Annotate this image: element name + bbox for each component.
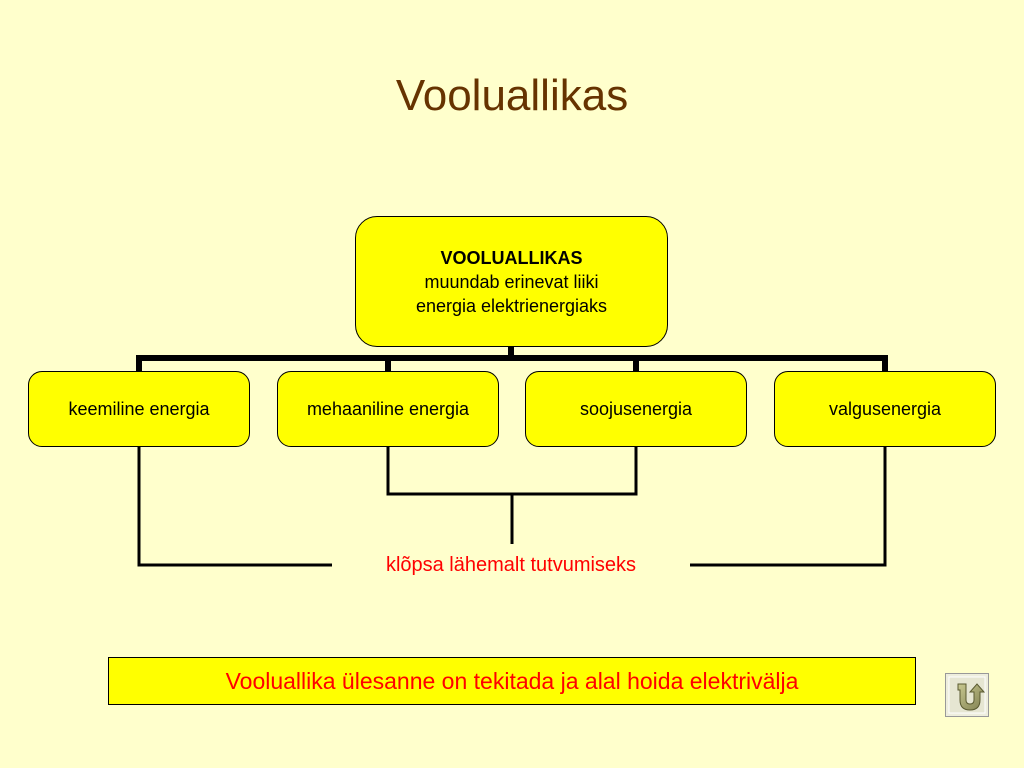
middle-bracket [386,447,638,496]
click-hint: klõpsa lähemalt tutvumiseks [385,554,637,576]
tree-connectors [136,347,888,372]
node-label: mehaaniline energia [306,398,470,419]
node-mehaaniline-energia[interactable]: mehaaniline energia [277,371,499,447]
banner-text: Vooluallika ülesanne on tekitada ja alal… [225,667,799,694]
return-button[interactable] [945,673,989,717]
node-keemiline-energia[interactable]: keemiline energia [28,371,250,447]
root-line-2: energia elektrienergiaks [415,295,608,316]
node-label: soojusenergia [579,398,693,419]
node-label: keemiline energia [68,398,210,419]
node-soojusenergia[interactable]: soojusenergia [525,371,747,447]
node-label: valgusenergia [828,398,942,419]
hint-connectors [137,447,887,567]
node-valgusenergia[interactable]: valgusenergia [774,371,996,447]
summary-banner: Vooluallika ülesanne on tekitada ja alal… [108,657,916,705]
root-heading: VOOLUALLIKAS [440,247,583,268]
right-bracket [690,447,887,567]
root-line-1: muundab erinevat liiki [424,271,599,292]
page-title: Vooluallikas [395,71,629,120]
left-bracket [137,447,332,567]
u-turn-return-icon [948,676,986,714]
root-node: VOOLUALLIKAS muundab erinevat liiki ener… [355,216,668,347]
